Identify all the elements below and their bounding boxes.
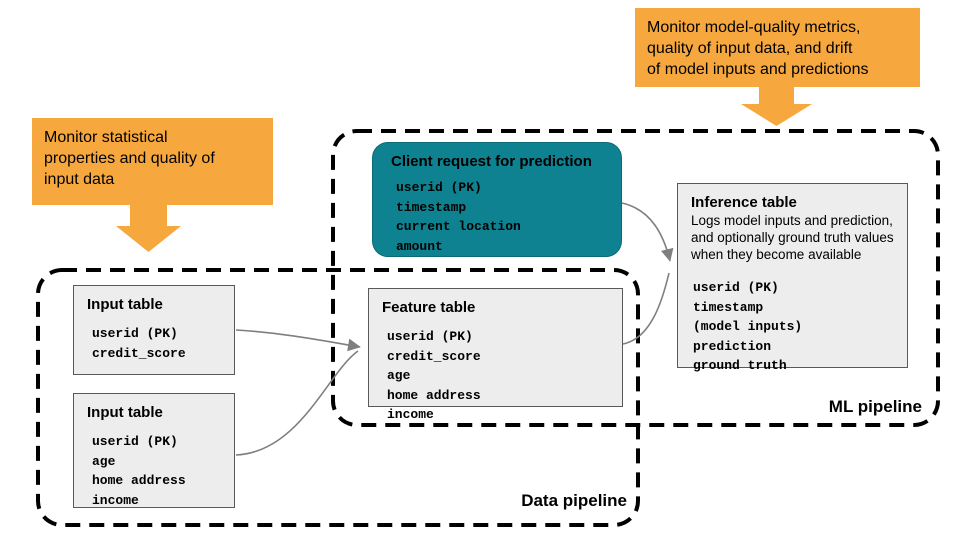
field: userid (PK) (396, 180, 482, 195)
inference-table-description: Logs model inputs and prediction, and op… (691, 212, 894, 263)
input-table-2-fields: userid (PK) age home address income (87, 432, 221, 510)
field: ground truth (693, 358, 787, 373)
input-table-1-fields: userid (PK) credit_score (87, 324, 221, 363)
callout-text-line: Monitor model-quality metrics, (647, 19, 861, 36)
feature-table: Feature table userid (PK) credit_score a… (368, 288, 623, 422)
field: home address (387, 387, 481, 403)
connector-feature-to-inference (622, 272, 670, 345)
field: credit_score (92, 345, 186, 361)
inference-table-title: Inference table (691, 194, 797, 211)
ml-pipeline-label: ML pipeline (828, 397, 922, 416)
field: age (387, 368, 411, 383)
field: home address (92, 473, 186, 488)
callout-monitor-input-data: Monitor statistical properties and quali… (32, 118, 273, 205)
field: userid (PK) (693, 280, 779, 295)
callout-text-line: Monitor statistical (44, 129, 168, 146)
field: timestamp (693, 299, 764, 315)
field: amount (396, 238, 443, 254)
client-request-fields: userid (PK) timestamp current location a… (391, 178, 603, 256)
field: userid (PK) (92, 434, 178, 449)
input-table-1-title: Input table (87, 296, 163, 313)
callout-text-line: input data (44, 171, 115, 188)
connector-input2-to-feature (235, 350, 359, 456)
inference-table-fields: userid (PK) timestamp (model inputs) pre… (691, 278, 894, 376)
description-line: when they become available (691, 247, 862, 262)
field: income (387, 407, 434, 422)
input-table-1: Input table userid (PK) credit_score (73, 285, 235, 375)
left-callout-down-arrow-icon (116, 203, 181, 252)
input-table-2-title: Input table (87, 404, 163, 421)
data-pipeline-border (36, 268, 640, 527)
callout-text-line: properties and quality of (44, 150, 215, 167)
inference-table: Inference table Logs model inputs and pr… (677, 183, 908, 373)
field: userid (PK) (92, 326, 178, 341)
feature-table-title: Feature table (382, 299, 476, 316)
callout-text-line: of model inputs and predictions (647, 61, 869, 78)
field: current location (396, 219, 521, 234)
connector-input1-to-feature (235, 329, 361, 352)
input-table-2: Input table userid (PK) age home address… (73, 393, 235, 508)
field: (model inputs) (693, 319, 803, 334)
callout-monitor-model-quality: Monitor model-quality metrics, quality o… (635, 8, 920, 87)
field: userid (PK) (387, 329, 473, 344)
description-line: Logs model inputs and prediction, (691, 213, 893, 228)
client-request-box: Client request for prediction userid (PK… (372, 142, 622, 257)
description-line: and optionally ground truth values (691, 230, 894, 245)
field: age (92, 453, 116, 469)
feature-table-fields: userid (PK) credit_score age home addres… (382, 327, 609, 425)
field: credit_score (387, 348, 481, 364)
field: timestamp (396, 199, 467, 215)
ml-pipeline-border (331, 129, 940, 427)
field: income (92, 492, 139, 508)
connector-client-to-inference (621, 202, 674, 262)
client-request-title: Client request for prediction (391, 153, 592, 170)
data-pipeline-label: Data pipeline (521, 491, 627, 510)
callout-text-line: quality of input data, and drift (647, 40, 853, 57)
topright-callout-down-arrow-icon (741, 85, 812, 126)
field: prediction (693, 338, 772, 354)
